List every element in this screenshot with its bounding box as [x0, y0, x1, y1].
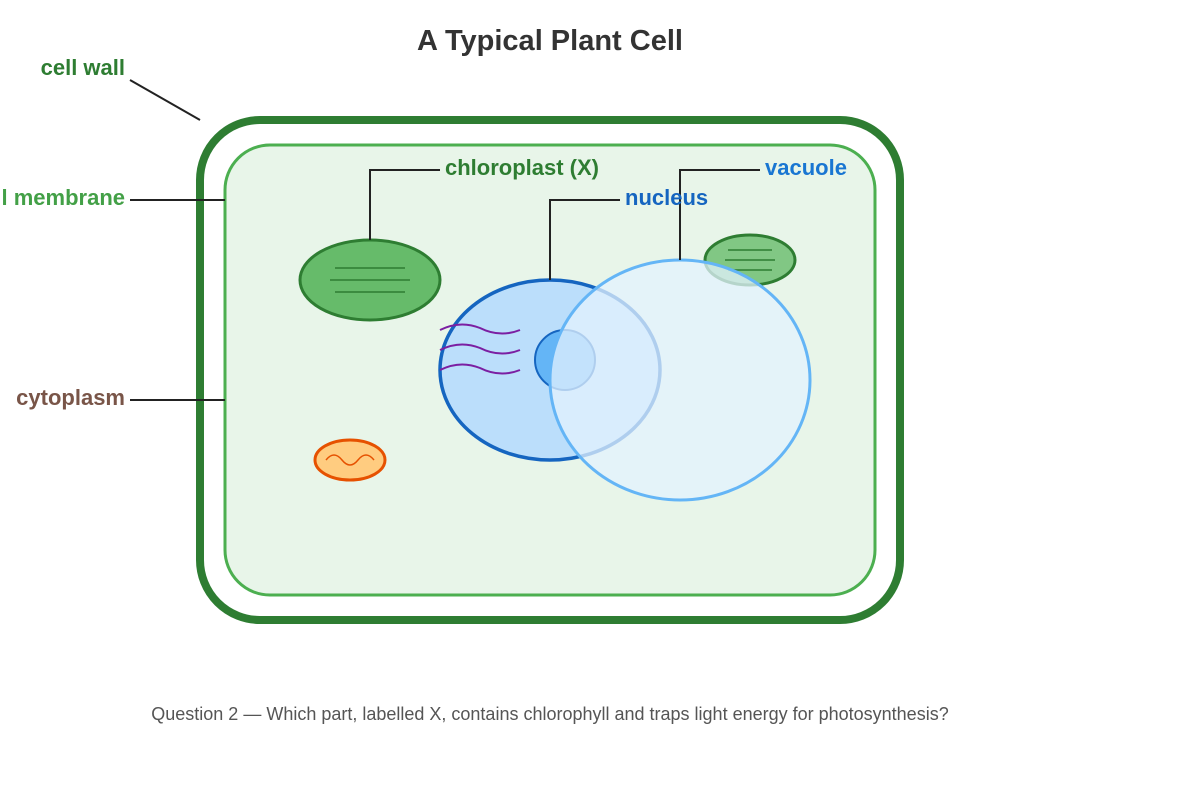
mitochondrion [313, 438, 387, 482]
question-text: Question 2 — Which part, labelled X, con… [151, 704, 948, 724]
vacuole-label: vacuole [765, 155, 847, 180]
chromatin-strand [439, 323, 521, 335]
chloroplast-label: chloroplast (X) [445, 155, 599, 180]
chloroplast [298, 238, 442, 322]
cell-wall-label: cell wall [41, 55, 125, 80]
cell-wall-leader [129, 79, 201, 121]
chromatin-strand [439, 343, 521, 355]
chromatin-strand [439, 363, 521, 375]
mitochondrion-crista [325, 454, 375, 466]
vacuole [548, 258, 812, 502]
nucleus-leader [549, 199, 620, 280]
nucleus-label: nucleus [625, 185, 708, 210]
diagram-title: A Typical Plant Cell [417, 25, 683, 57]
chloroplast-leader [369, 169, 440, 240]
mitochondrion-body [313, 438, 387, 482]
cytoplasm-label: cytoplasm [16, 385, 125, 410]
vacuole-leader [679, 169, 760, 260]
cell-membrane-label: cell membrane [0, 185, 125, 210]
